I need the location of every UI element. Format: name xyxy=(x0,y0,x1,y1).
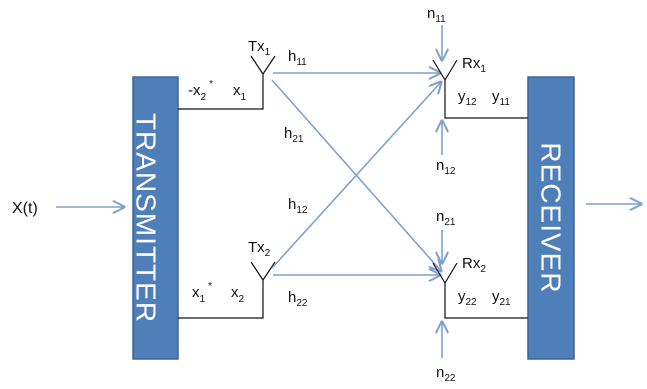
tx2-symbol-left: x1* xyxy=(192,281,212,305)
tx1-feed-line xyxy=(178,74,264,110)
channel-h11-label: h11 xyxy=(288,48,307,68)
channel-h22-label: h22 xyxy=(288,289,308,309)
rx2-output-y22: y22 xyxy=(458,288,477,308)
rx1-antenna-icon xyxy=(432,59,458,82)
channel-h12-line xyxy=(271,82,441,269)
rx1-output-y11: y11 xyxy=(492,88,510,108)
input-label: X(t) xyxy=(12,200,38,217)
rx2-feed-line xyxy=(444,283,528,319)
channel-h12-label: h12 xyxy=(288,196,308,216)
rx1-feed-line xyxy=(444,80,528,119)
tx1-antenna-label: Tx1 xyxy=(248,38,271,58)
tx1-symbol-left: -x2* xyxy=(188,79,213,103)
tx2-feed-line xyxy=(178,280,264,319)
noise-n22-label: n22 xyxy=(436,364,456,384)
receiver-label: RECEIVER xyxy=(536,142,567,293)
tx2-symbol-right: x2 xyxy=(231,284,245,305)
tx2-antenna-label: Tx2 xyxy=(248,239,271,259)
rx1-output-y12: y12 xyxy=(458,88,477,108)
tx1-symbol-right: x1 xyxy=(233,82,247,103)
rx2-antenna-label: Rx2 xyxy=(462,255,486,275)
tx1-antenna-icon xyxy=(250,55,276,76)
noise-n11-label: n11 xyxy=(427,5,446,25)
noise-n12-label: n12 xyxy=(436,157,456,177)
channel-h21-label: h21 xyxy=(284,125,304,145)
rx1-antenna-label: Rx1 xyxy=(462,55,486,75)
rx2-output-y21: y21 xyxy=(492,288,511,308)
receiver-block xyxy=(527,76,575,360)
transmitter-label: TRANSMITTER xyxy=(131,113,162,323)
noise-n21-label: n21 xyxy=(436,208,456,228)
transmitter-block xyxy=(132,76,179,360)
tx2-antenna-icon xyxy=(250,261,276,282)
